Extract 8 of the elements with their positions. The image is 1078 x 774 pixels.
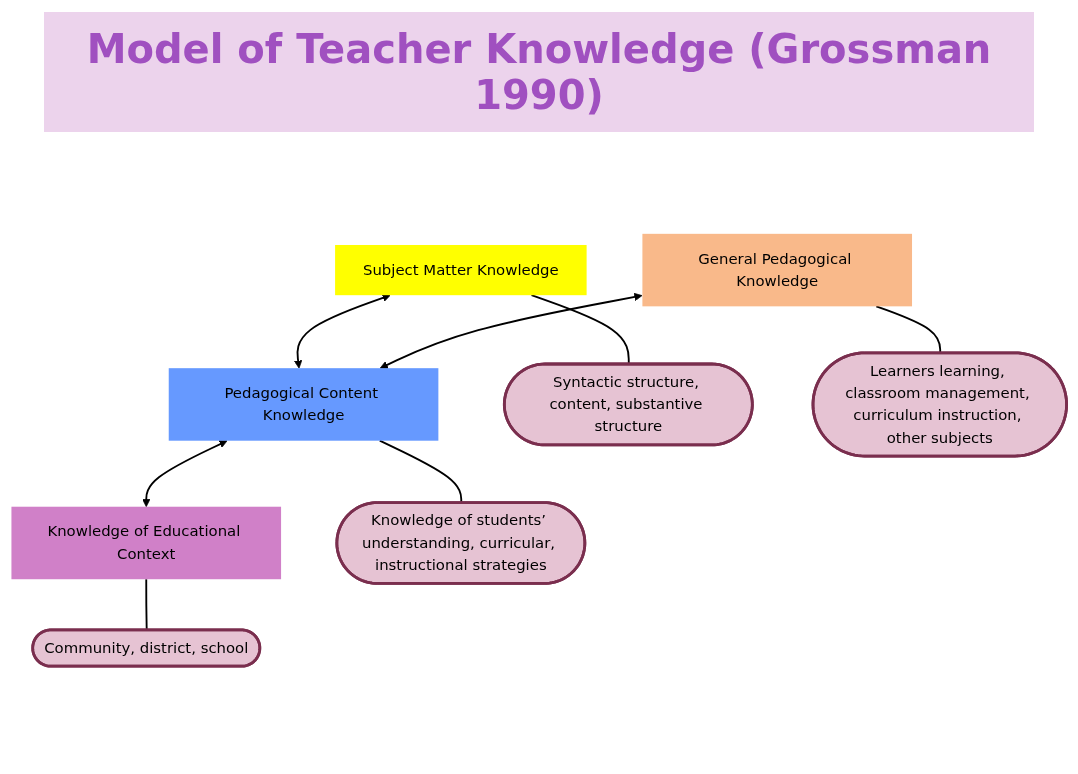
node-box: Subject Matter Knowledge — [335, 245, 587, 296]
node-box: General Pedagogical Knowledge — [642, 233, 913, 307]
arrow — [294, 293, 391, 369]
node-box: Pedagogical Content Knowledge — [168, 368, 439, 441]
arrow — [379, 292, 643, 369]
arrow — [142, 440, 228, 508]
node-box: Knowledge of Educational Context — [11, 506, 282, 580]
title-banner: Model of Teacher Knowledge (Grossman 1990) — [44, 12, 1034, 132]
